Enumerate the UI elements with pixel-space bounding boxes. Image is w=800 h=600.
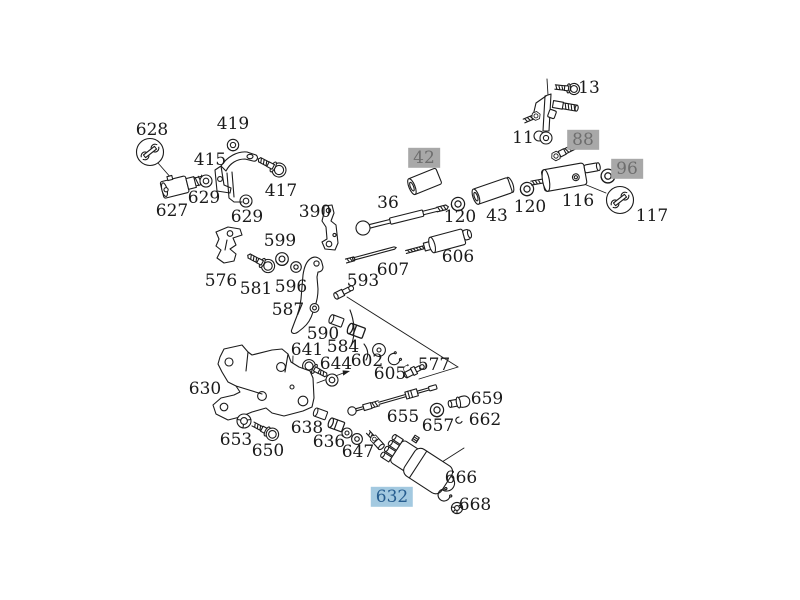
part-655-drawing — [347, 384, 438, 416]
part-label-120-a[interactable]: 120 — [443, 206, 477, 227]
part-668-drawing — [450, 501, 464, 515]
part-label-630[interactable]: 630 — [188, 378, 222, 399]
part-576-drawing — [215, 226, 243, 264]
part-650-drawing — [251, 421, 280, 442]
part-label-415[interactable]: 415 — [193, 149, 227, 170]
part-606-drawing — [405, 228, 473, 254]
part-label-42[interactable]: 42 — [408, 147, 440, 169]
part-653-drawing — [236, 413, 252, 429]
part-label-419[interactable]: 419 — [216, 113, 250, 134]
part-label-628[interactable]: 628 — [135, 119, 169, 140]
part-587-drawing — [290, 256, 324, 334]
part-label-657[interactable]: 657 — [421, 415, 455, 436]
part-label-576[interactable]: 576 — [204, 270, 238, 291]
part-632-drawing — [380, 434, 456, 495]
part-label-629-a[interactable]: 629 — [187, 187, 221, 208]
part-584-drawing — [346, 322, 366, 339]
part-label-13[interactable]: 13 — [578, 77, 600, 98]
part-602-drawing — [372, 343, 386, 357]
spring-curve — [363, 343, 369, 361]
part-label-662[interactable]: 662 — [468, 409, 502, 430]
part-662-drawing — [455, 416, 463, 424]
part-636-drawing — [327, 417, 346, 433]
part-label-599[interactable]: 599 — [263, 230, 297, 251]
part-42-drawing — [407, 167, 442, 196]
part-627-drawing — [159, 174, 208, 199]
part-647-drawing — [365, 430, 385, 451]
part-label-581[interactable]: 581 — [239, 278, 273, 299]
part-label-605[interactable]: 605 — [373, 363, 407, 384]
part-label-120-b[interactable]: 120 — [513, 196, 547, 217]
part-593-drawing — [333, 285, 355, 300]
part-label-587[interactable]: 587 — [271, 299, 305, 320]
part-390-drawing — [321, 204, 339, 251]
part-label-11[interactable]: 11 — [512, 127, 534, 148]
part-label-602[interactable]: 602 — [350, 350, 384, 371]
part-label-417[interactable]: 417 — [264, 180, 298, 201]
part-659-drawing — [447, 395, 471, 409]
assembly-direction-arrowhead — [342, 370, 350, 376]
part-630-drawing — [212, 344, 315, 421]
part-label-666[interactable]: 666 — [444, 467, 478, 488]
part-label-655[interactable]: 655 — [386, 406, 420, 427]
part-417-drawing — [257, 157, 287, 178]
part-label-644[interactable]: 644 — [319, 353, 353, 374]
part-label-577[interactable]: 577 — [417, 354, 451, 375]
spring-curve — [349, 309, 355, 347]
part-43-drawing — [471, 176, 515, 205]
part-label-596[interactable]: 596 — [274, 276, 308, 297]
part-label-632[interactable]: 632 — [370, 486, 414, 508]
part-label-593[interactable]: 593 — [346, 270, 380, 291]
part-11-drawing — [522, 93, 579, 145]
small-ring-drawing — [341, 427, 353, 439]
part-label-117[interactable]: 117 — [635, 205, 669, 226]
part-label-668[interactable]: 668 — [458, 494, 492, 515]
part-label-43[interactable]: 43 — [486, 205, 508, 226]
part-116-drawing — [530, 162, 601, 192]
part-label-606[interactable]: 606 — [441, 246, 475, 267]
part-label-390[interactable]: 390 — [298, 201, 332, 222]
part-label-590[interactable]: 590 — [306, 323, 340, 344]
part-label-88[interactable]: 88 — [567, 129, 599, 151]
part-label-629-b[interactable]: 629 — [230, 206, 264, 227]
part-label-647[interactable]: 647 — [341, 441, 375, 462]
part-label-641[interactable]: 641 — [290, 339, 324, 360]
part-label-659[interactable]: 659 — [470, 388, 504, 409]
part-label-636[interactable]: 636 — [312, 431, 346, 452]
part-label-653[interactable]: 653 — [219, 429, 253, 450]
part-label-36[interactable]: 36 — [377, 192, 399, 213]
part-label-116[interactable]: 116 — [561, 190, 595, 211]
part-label-650[interactable]: 650 — [251, 440, 285, 461]
part-label-96[interactable]: 96 — [611, 158, 643, 180]
part-label-584[interactable]: 584 — [326, 336, 360, 357]
part-label-627[interactable]: 627 — [155, 200, 189, 221]
part-label-607[interactable]: 607 — [376, 259, 410, 280]
part-607-drawing — [344, 246, 397, 264]
small-washer-drawing — [351, 433, 363, 445]
part-577-drawing — [403, 364, 425, 379]
part-581-drawing — [247, 253, 276, 274]
part-415-drawing — [214, 151, 258, 203]
part-13-drawing — [554, 82, 581, 96]
part-label-638[interactable]: 638 — [290, 417, 324, 438]
part-36-drawing — [355, 204, 449, 236]
